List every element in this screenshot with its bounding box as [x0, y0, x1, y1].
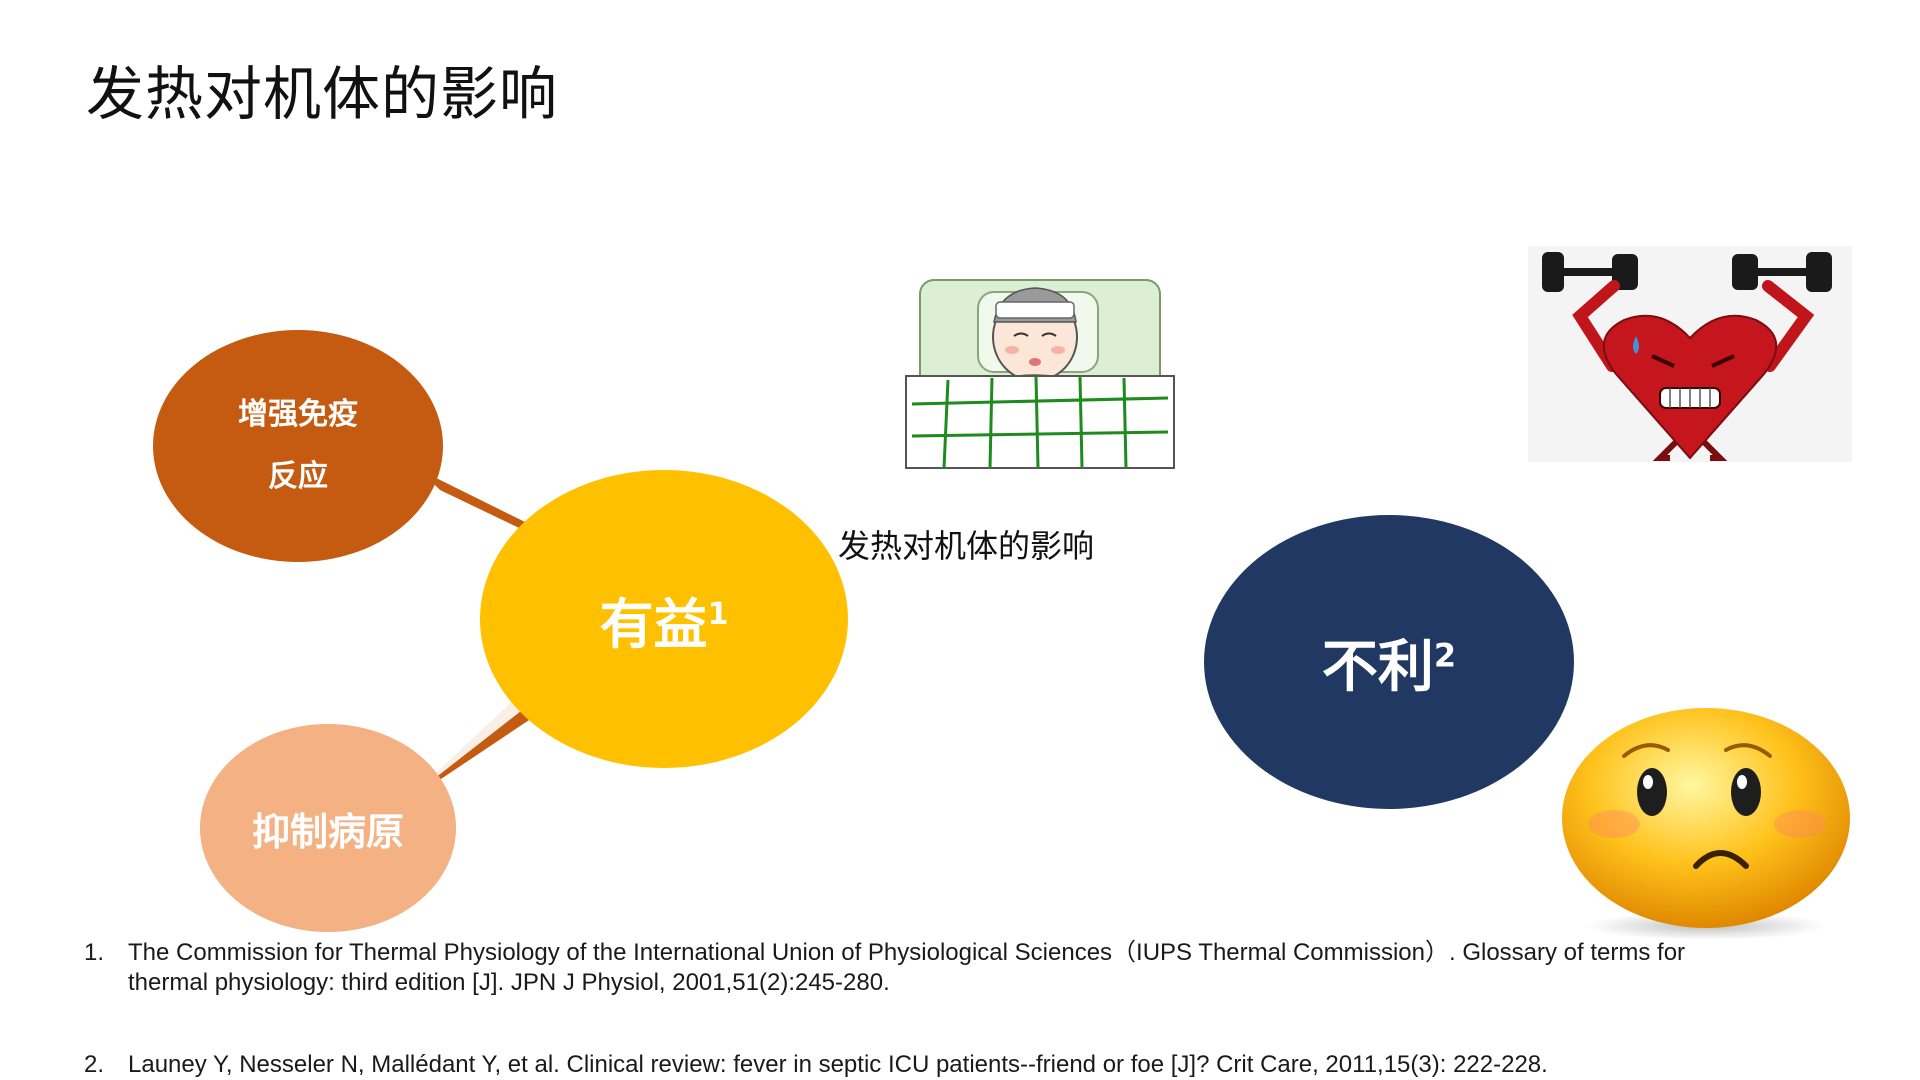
bubble-beneficial: 有益1	[480, 470, 848, 768]
reference-item: 1. The Commission for Thermal Physiology…	[84, 938, 1724, 998]
beneficial-label: 有益1	[599, 592, 729, 656]
bubble-immune-line1: 增强免疫	[238, 397, 358, 432]
bubble-suppress-pathogen: 抑制病原	[200, 724, 456, 932]
worried-face-emoji	[1562, 708, 1850, 940]
reference-number: 2.	[84, 1051, 105, 1078]
reference-text: Launey Y, Nesseler N, Mallédant Y, et al…	[128, 1051, 1548, 1078]
bubble-immune-line2: 反应	[268, 459, 328, 494]
center-label: 发热对机体的影响	[838, 527, 1095, 565]
bubble-harmful: 不利2	[1204, 515, 1574, 809]
reference-number: 1.	[84, 939, 105, 966]
bubble-immune-response: 增强免疫 反应	[153, 330, 443, 562]
heart-lifting-dumbbells-illustration	[1528, 246, 1852, 462]
bubble-pathogen-label: 抑制病原	[251, 809, 404, 854]
connector-immune	[420, 470, 540, 538]
sick-person-in-bed-illustration	[905, 279, 1175, 469]
harmful-ref-sup: 2	[1433, 635, 1457, 674]
reference-item: 2. Launey Y, Nesseler N, Mallédant Y, et…	[84, 1050, 1724, 1080]
harmful-label: 不利2	[1321, 634, 1457, 700]
references: 1. The Commission for Thermal Physiology…	[84, 938, 1724, 1080]
slide-title: 发热对机体的影响	[86, 60, 559, 128]
beneficial-ref-sup: 1	[707, 596, 729, 632]
reference-text: The Commission for Thermal Physiology of…	[128, 939, 1686, 996]
